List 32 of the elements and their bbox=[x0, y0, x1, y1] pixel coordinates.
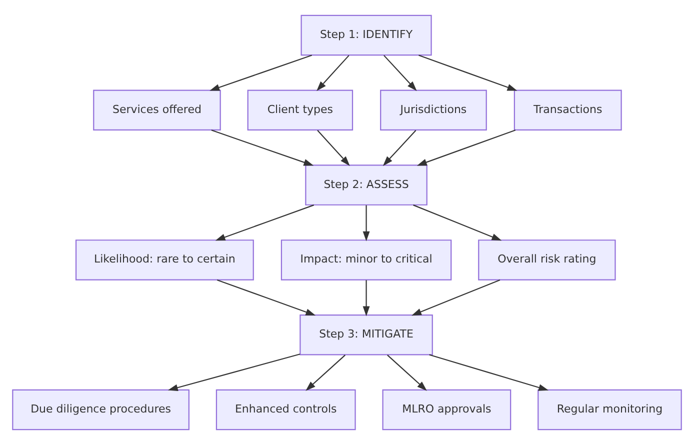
node-box: Enhanced controls bbox=[216, 388, 356, 430]
arrow bbox=[168, 353, 300, 391]
arrow bbox=[413, 204, 502, 240]
arrow bbox=[384, 54, 417, 91]
node-box: Step 3: MITIGATE bbox=[300, 314, 433, 355]
arrow bbox=[382, 129, 416, 166]
arrow bbox=[418, 54, 518, 90]
arrow bbox=[416, 129, 516, 166]
node-box: Due diligence procedures bbox=[12, 388, 190, 430]
arrow bbox=[412, 278, 500, 316]
arrow bbox=[211, 129, 314, 166]
node-box: Jurisdictions bbox=[380, 89, 487, 130]
node-box: Services offered bbox=[93, 89, 221, 130]
node-box: MLRO approvals bbox=[382, 388, 512, 430]
arrow bbox=[429, 354, 549, 390]
node-box: Likelihood: rare to certain bbox=[75, 239, 254, 280]
arrow bbox=[210, 54, 312, 90]
node-box: Transactions bbox=[514, 89, 622, 130]
arrow bbox=[362, 280, 370, 316]
node-box: Impact: minor to critical bbox=[280, 239, 452, 280]
node-box: Client types bbox=[247, 89, 354, 130]
arrow bbox=[215, 204, 314, 240]
arrow bbox=[362, 204, 370, 241]
node-box: Step 1: IDENTIFY bbox=[300, 14, 432, 56]
node-box: Overall risk rating bbox=[478, 239, 616, 280]
arrow bbox=[317, 129, 350, 166]
arrow bbox=[216, 278, 316, 316]
arrow bbox=[316, 54, 350, 91]
arrow bbox=[306, 354, 346, 390]
node-box: Regular monitoring bbox=[538, 388, 682, 430]
node-box: Step 2: ASSESS bbox=[305, 164, 428, 205]
arrow bbox=[387, 354, 427, 390]
